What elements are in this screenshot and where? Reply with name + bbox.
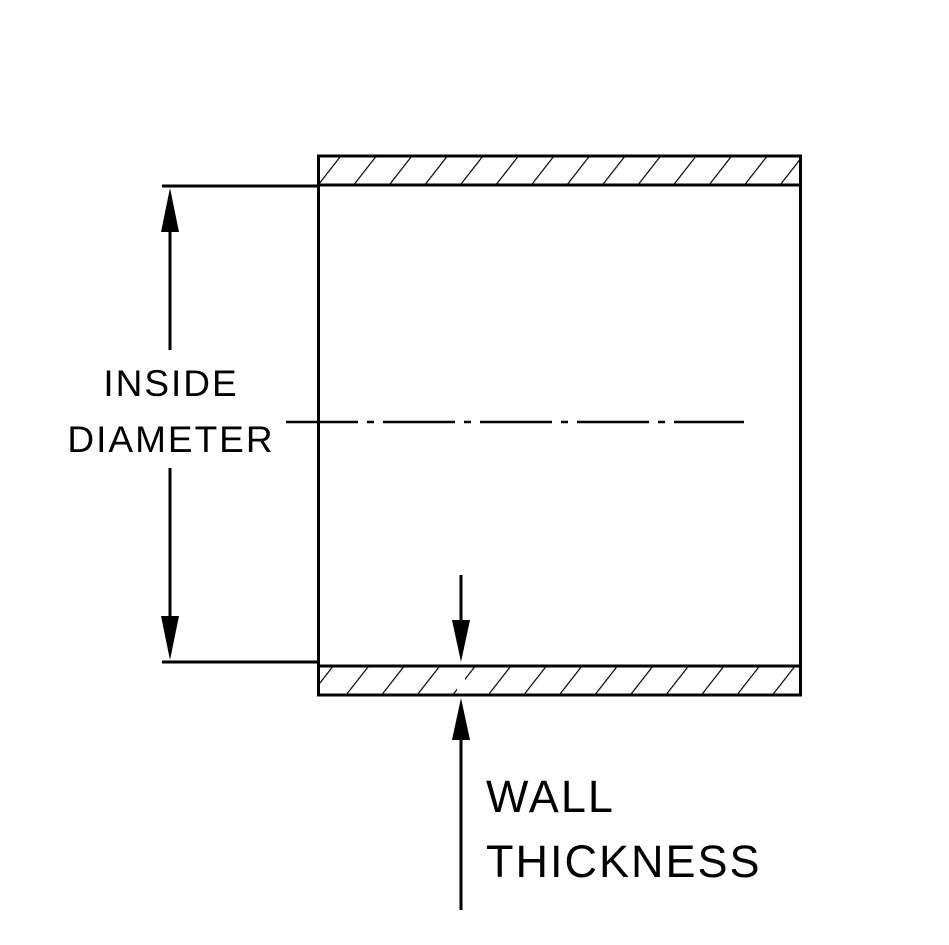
inside-diameter-dimension: INSIDE DIAMETER bbox=[67, 184, 318, 664]
arrowhead-up-icon bbox=[161, 188, 179, 232]
wall-thickness-arrowhead-up-icon bbox=[452, 698, 470, 740]
wall-thickness-arrowhead-down-icon bbox=[452, 620, 470, 662]
wall-thickness-label-line1: WALL bbox=[486, 771, 615, 822]
bottom-wall-hatch bbox=[317, 664, 802, 697]
top-wall-hatch bbox=[317, 154, 802, 187]
wall-thickness-dimension: WALL THICKNESS bbox=[452, 575, 762, 910]
inside-diameter-label-line2: DIAMETER bbox=[67, 419, 274, 460]
wall-thickness-label-line2: THICKNESS bbox=[486, 836, 762, 887]
hose-body-outline bbox=[317, 154, 802, 697]
inside-diameter-label-line1: INSIDE bbox=[103, 363, 238, 404]
arrowhead-down-icon bbox=[161, 616, 179, 660]
wall-dimension-gap bbox=[457, 668, 465, 693]
